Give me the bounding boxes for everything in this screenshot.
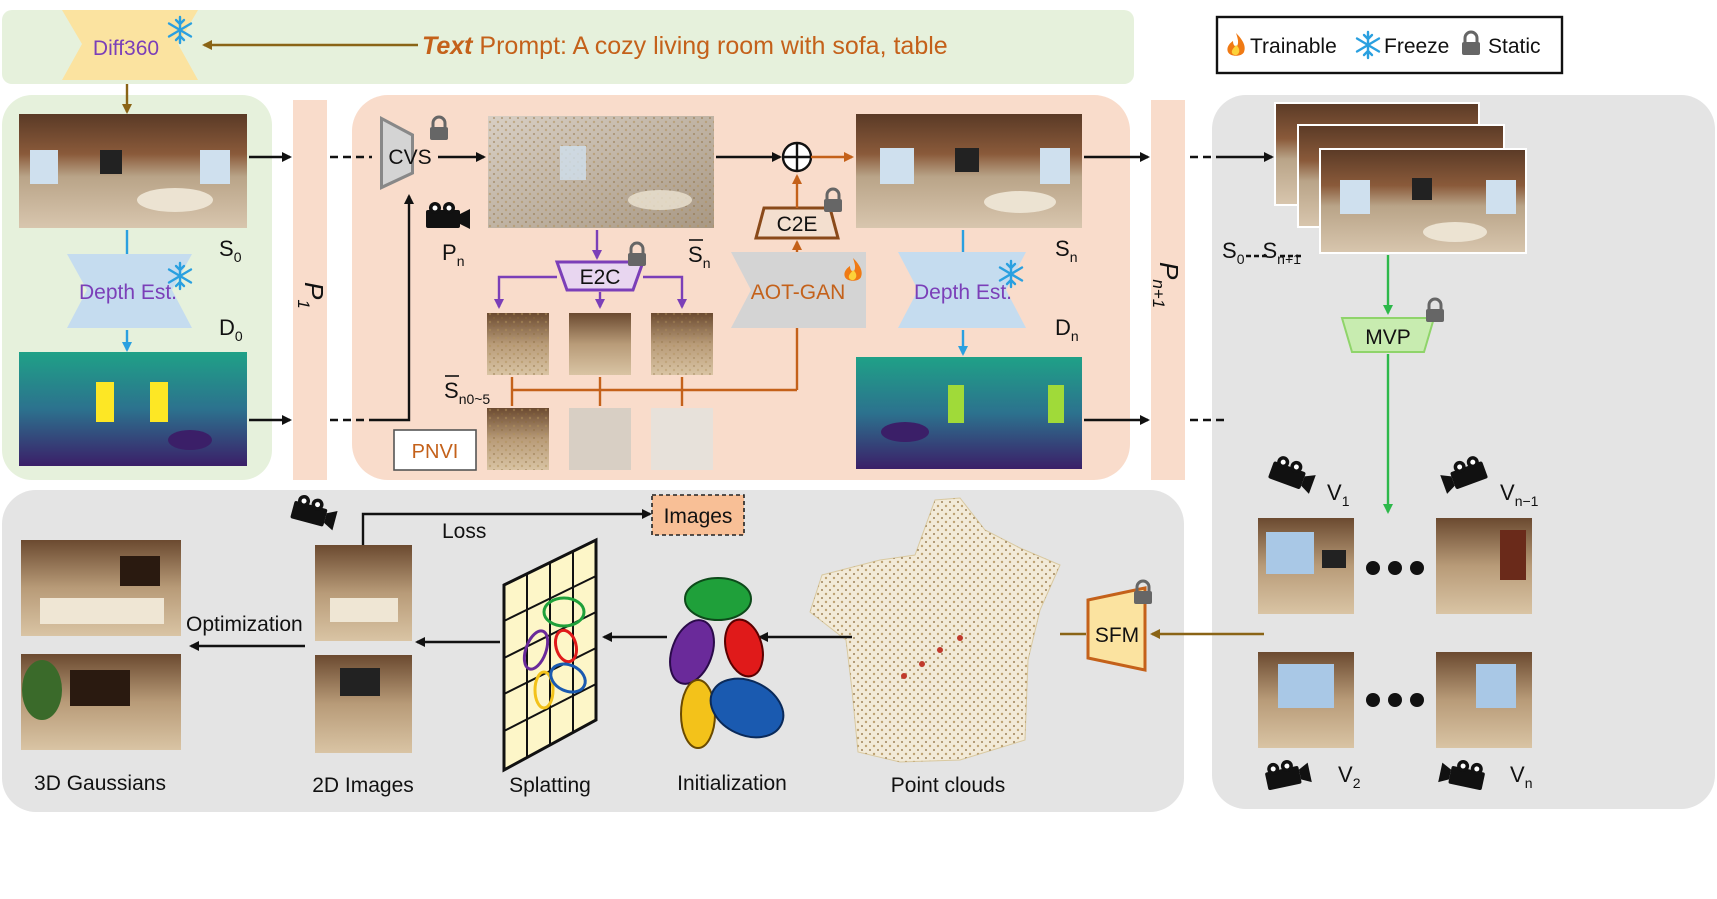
e2c-label: E2C <box>580 266 621 289</box>
sum-node <box>781 141 813 173</box>
text-prompt-panel <box>2 10 1134 84</box>
label-sn-bar: Sn <box>688 242 710 271</box>
text-prompt: Text Prompt: A cozy living room with sof… <box>422 32 948 60</box>
e2c-module: E2C <box>554 241 648 292</box>
point-cloud <box>809 497 1061 763</box>
depth-est-label-left: Depth Est. <box>79 281 177 304</box>
p1-bar <box>293 100 327 480</box>
label-s0: S0 <box>219 236 242 265</box>
depth-estimator-left: Depth Est. <box>67 254 193 328</box>
cube-to-aotgan-lines <box>510 377 797 406</box>
panorama-stack <box>1274 102 1527 254</box>
gaussian-ellipses <box>669 577 785 749</box>
images-2d-label: 2D Images <box>312 774 414 797</box>
legend-static: Static <box>1488 35 1541 58</box>
legend: Trainable Freeze Static <box>1215 15 1564 75</box>
label-v1: V1 <box>1327 480 1350 509</box>
pn1-bar <box>1151 100 1185 480</box>
loss-label: Loss <box>442 520 486 543</box>
depth-map-dn <box>856 357 1082 469</box>
depth-map-d0 <box>19 352 247 466</box>
gaussians-label: 3D Gaussians <box>34 772 166 795</box>
panorama-sn <box>856 114 1082 228</box>
images-label: Images <box>664 505 733 528</box>
pnvi-label: PNVI <box>412 441 459 463</box>
rendered-2d-images <box>315 545 412 753</box>
splatting-label: Splatting <box>509 774 591 797</box>
mvp-module: MVP <box>1340 297 1446 353</box>
panorama-s0 <box>19 114 247 228</box>
c2e-module: C2E <box>754 187 844 240</box>
label-pn1: Pn+1 <box>1149 262 1184 308</box>
sfm-module: SFM <box>1086 579 1154 672</box>
perspective-views <box>1258 518 1532 748</box>
initialization-label: Initialization <box>677 772 787 795</box>
pnvi-box: PNVI <box>393 429 477 471</box>
label-vn1: Vn−1 <box>1500 480 1539 509</box>
label-sn: Sn <box>1055 236 1077 265</box>
gaussian-renders <box>21 540 181 750</box>
splatting-grid <box>502 537 598 773</box>
point-clouds-label: Point clouds <box>891 774 1005 797</box>
legend-trainable: Trainable <box>1250 35 1337 58</box>
label-d0: D0 <box>219 315 243 344</box>
mvp-label: MVP <box>1365 326 1411 349</box>
label-p1: P1 <box>294 282 329 309</box>
cvs-label: CVS <box>388 146 431 169</box>
aot-gan-label: AOT-GAN <box>751 281 846 304</box>
right-panel <box>1212 95 1715 809</box>
diff360-label: Diff360 <box>93 37 159 60</box>
label-pn: Pn <box>442 240 464 269</box>
images-box: Images <box>651 494 745 536</box>
aot-gan-module: AOT-GAN <box>731 252 866 328</box>
diff360-module: Diff360 <box>62 10 198 80</box>
legend-freeze: Freeze <box>1384 35 1449 58</box>
label-v2: V2 <box>1338 762 1361 791</box>
c2e-label: C2E <box>777 213 818 236</box>
warped-panorama-sn-bar <box>488 116 714 228</box>
sfm-label: SFM <box>1095 624 1139 647</box>
cube-face-views <box>487 313 713 470</box>
cvs-module: CVS <box>380 115 450 190</box>
depth-est-label-right: Depth Est. <box>914 281 1012 304</box>
label-dn: Dn <box>1055 315 1079 344</box>
optimization-label: Optimization <box>186 613 303 636</box>
depth-estimator-right: Depth Est. <box>898 252 1026 328</box>
label-vn: Vn <box>1510 762 1532 791</box>
label-sn05: Sn0~5 <box>444 378 490 407</box>
ellipsis-dots <box>1366 561 1424 707</box>
